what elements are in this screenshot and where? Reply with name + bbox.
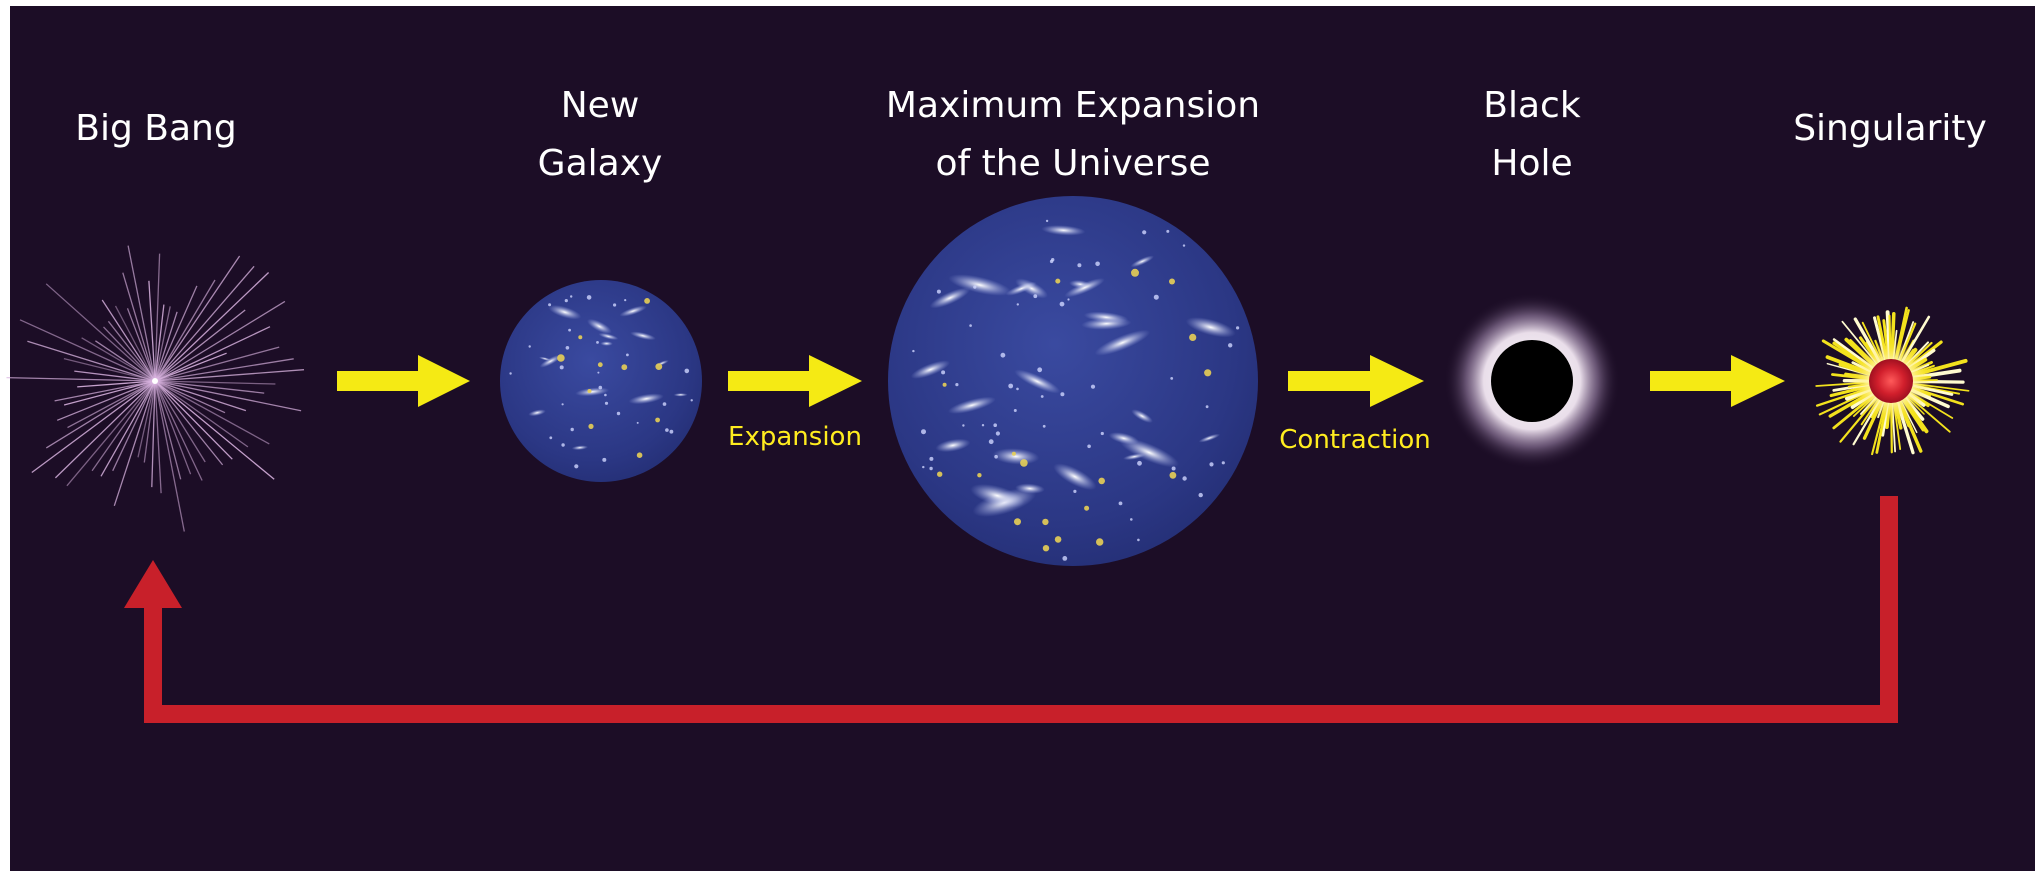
stage-label-big-bang: Big Bang [75,108,237,149]
flow-arrow-icon [337,355,470,407]
black-hole-icon [1444,293,1620,469]
transition-label-contraction: Contraction [1279,425,1431,455]
big-bang-starburst-icon [6,245,305,532]
flow-arrow-contraction-icon [1288,355,1424,407]
flow-arrow-expansion-icon [728,355,862,407]
stage-label-singularity: Singularity [1793,108,1987,149]
cycle-arrow-head-icon [124,560,182,608]
new-galaxy-sphere-icon [500,280,702,482]
stage-label-black-hole: Black Hole [1483,85,1581,184]
singularity-burst-icon [1815,306,1970,456]
cycle-return-arrow [144,496,1898,723]
flow-arrow-icon [1650,355,1785,407]
max-expansion-sphere-icon [888,196,1258,566]
stage-label-max-expansion: Maximum Expansion of the Universe [885,85,1261,184]
transition-label-expansion: Expansion [728,422,862,452]
stage-label-new-galaxy: New Galaxy [537,85,663,184]
